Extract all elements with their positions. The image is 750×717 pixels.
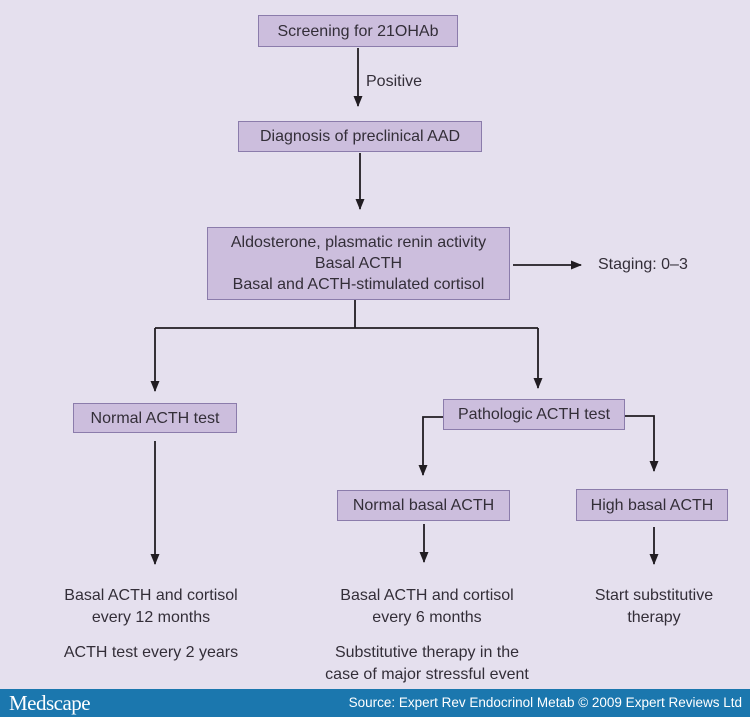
outcome-middle: Basal ACTH and cortisol every 6 months S… [307, 585, 547, 686]
outcome-middle-para-2: Substitutive therapy in the case of majo… [307, 642, 547, 686]
node-pathologic-acth-test-label: Pathologic ACTH test [457, 406, 611, 423]
node-diagnosis-label: Diagnosis of preclinical AAD [259, 128, 461, 145]
outcome-left-line-3: ACTH test every 2 years [63, 644, 239, 661]
arrow-pathologic-to-normal-basal [418, 416, 443, 476]
node-normal-basal-acth-label: Normal basal ACTH [352, 497, 495, 514]
outcome-left-line-1: Basal ACTH and cortisol [64, 587, 238, 604]
node-screening: Screening for 21OHAb [258, 15, 458, 47]
node-labs-line-2: Basal ACTH [314, 255, 403, 272]
outcome-left: Basal ACTH and cortisol every 12 months … [36, 585, 266, 664]
outcome-right-para-1: Start substitutive therapy [574, 585, 734, 629]
edge-label-positive: Positive [366, 73, 423, 90]
outcome-right: Start substitutive therapy [574, 585, 734, 629]
node-normal-acth-test-label: Normal ACTH test [90, 409, 220, 427]
outcome-left-para-1: Basal ACTH and cortisol every 12 months [36, 585, 266, 629]
node-screening-label: Screening for 21OHAb [277, 22, 439, 40]
edge-label-staging: Staging: 0–3 [598, 256, 688, 273]
arrow-pathologic-to-high-basal [625, 415, 659, 472]
outcome-middle-line-1: Basal ACTH and cortisol [340, 587, 514, 604]
footer-bar: Medscape Source: Expert Rev Endocrinol M… [0, 689, 750, 717]
node-diagnosis: Diagnosis of preclinical AAD [238, 121, 482, 152]
node-high-basal-acth: High basal ACTH [576, 489, 728, 521]
node-pathologic-acth-test: Pathologic ACTH test [443, 399, 625, 430]
outcome-left-line-2: every 12 months [91, 609, 211, 626]
node-labs-line-3: Basal and ACTH-stimulated cortisol [232, 276, 485, 293]
node-high-basal-acth-label: High basal ACTH [590, 496, 714, 514]
node-labs-line-1: Aldosterone, plasmatic renin activity [230, 234, 487, 251]
node-normal-basal-acth: Normal basal ACTH [337, 490, 510, 521]
node-labs: Aldosterone, plasmatic renin activity Ba… [207, 227, 510, 300]
source-attribution: Source: Expert Rev Endocrinol Metab © 20… [348, 695, 742, 710]
outcome-middle-para-1: Basal ACTH and cortisol every 6 months [307, 585, 547, 629]
outcome-middle-line-4: case of major stressful event [325, 666, 529, 683]
outcome-right-line-2: therapy [627, 609, 681, 626]
outcome-left-para-2: ACTH test every 2 years [36, 642, 266, 664]
branch-tee-line [155, 300, 538, 329]
node-normal-acth-test: Normal ACTH test [73, 403, 237, 433]
outcome-right-line-1: Start substitutive [594, 587, 714, 604]
outcome-middle-line-3: Substitutive therapy in the [334, 644, 520, 661]
medscape-logo: Medscape [9, 691, 91, 715]
outcome-middle-line-2: every 6 months [372, 609, 482, 626]
